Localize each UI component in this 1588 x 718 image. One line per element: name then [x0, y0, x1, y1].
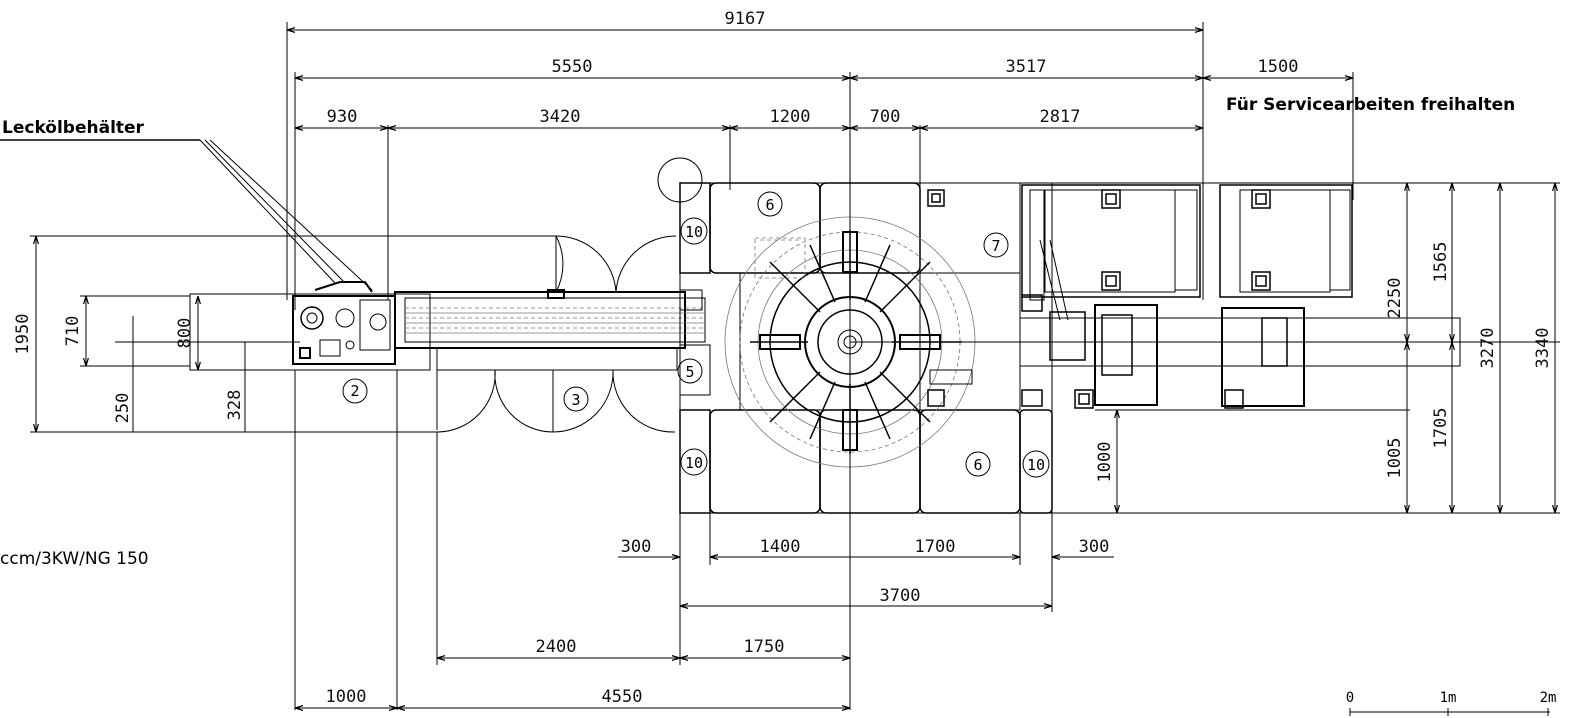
dim-3517: 3517 [1006, 57, 1047, 77]
dim-1400: 1400 [760, 537, 801, 557]
dim-3340: 3340 [1533, 328, 1553, 369]
bottom-dimensions: 300 1400 1700 300 3700 2400 1750 1000 45… [295, 370, 1114, 710]
rotary-section [658, 150, 1052, 520]
scale-0: 0 [1346, 690, 1354, 706]
bubble-2: 2 [350, 382, 359, 400]
bubble-3: 3 [571, 391, 580, 409]
dim-1500: 1500 [1258, 57, 1299, 77]
dim-1565: 1565 [1431, 242, 1451, 283]
dim-3270: 3270 [1478, 328, 1498, 369]
left-dimensions: 1950 710 800 250 328 [13, 236, 556, 432]
bubble-6-top: 6 [765, 196, 774, 214]
dim-700: 700 [870, 107, 901, 127]
dim-9167: 9167 [725, 9, 766, 29]
dim-1700: 1700 [915, 537, 956, 557]
right-dimensions: 2250 1565 3270 3340 1000 1005 1705 [1052, 183, 1560, 513]
dim-250: 250 [113, 393, 133, 424]
dim-3420: 3420 [540, 107, 581, 127]
clamping-unit [850, 183, 1560, 410]
dim-1950: 1950 [13, 314, 33, 355]
top-dimensions: 9167 5550 3517 1500 930 3420 1200 700 28… [287, 9, 1353, 310]
dim-1005: 1005 [1385, 438, 1405, 479]
dim-328: 328 [225, 390, 245, 421]
bubble-10-top: 10 [685, 223, 703, 241]
dim-1750: 1750 [744, 637, 785, 657]
bubble-10-bottom-right: 10 [1027, 456, 1045, 474]
bubble-7: 7 [991, 237, 1000, 255]
spec-note: ccm/3KW/NG 150 [0, 549, 149, 569]
bubble-5: 5 [685, 363, 694, 381]
dim-300-left: 300 [621, 537, 652, 557]
dim-300-right: 300 [1079, 537, 1110, 557]
dim-710: 710 [63, 316, 83, 347]
dim-1000-right: 1000 [1095, 442, 1115, 483]
dim-2817: 2817 [1040, 107, 1081, 127]
scale-1m: 1m [1440, 690, 1457, 706]
dim-1200: 1200 [770, 107, 811, 127]
dim-930: 930 [327, 107, 358, 127]
scale-bar: 0 1m 2m [1346, 690, 1557, 716]
service-clearance-label: Für Servicearbeiten freihalten [1226, 95, 1515, 115]
scale-2m: 2m [1540, 690, 1557, 706]
bubble-10-bottom-left: 10 [685, 454, 703, 472]
dim-800: 800 [175, 318, 195, 349]
labels: Leckölbehälter Für Servicearbeiten freih… [0, 95, 1515, 569]
dim-3700: 3700 [880, 586, 921, 606]
dim-5550: 5550 [552, 57, 593, 77]
dim-2400: 2400 [536, 637, 577, 657]
dim-2250: 2250 [1385, 278, 1405, 319]
dim-1000-bottom: 1000 [326, 687, 367, 707]
dim-4550: 4550 [602, 687, 643, 707]
injection-unit [395, 236, 705, 432]
dim-1705: 1705 [1431, 408, 1451, 449]
bubble-6-bottom: 6 [973, 456, 982, 474]
leak-oil-tank-label: Leckölbehälter [2, 118, 145, 138]
position-bubbles: 2 3 5 6 6 7 10 10 10 [343, 192, 1049, 477]
